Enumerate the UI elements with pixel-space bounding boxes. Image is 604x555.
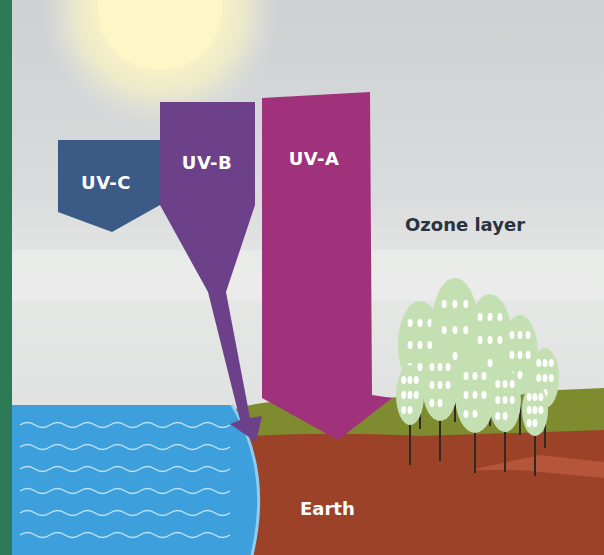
tree [489, 368, 521, 472]
earth-ground [200, 430, 604, 555]
ozone-layer-label: Ozone layer [405, 214, 525, 235]
wave-line [20, 423, 230, 428]
arrow-fill [58, 140, 160, 232]
tree [396, 365, 424, 465]
tree [455, 357, 495, 473]
arrow-shape [262, 92, 392, 440]
uvb-arrow: UV-B [160, 102, 262, 442]
sun [98, 0, 222, 70]
side-strip [0, 0, 12, 555]
arrow-label: UV-A [289, 148, 340, 169]
wave-line [20, 533, 230, 538]
trees [396, 278, 559, 476]
arrow-fill [160, 102, 262, 442]
wave-line [20, 489, 230, 494]
tree [422, 349, 458, 461]
earth-strata [470, 455, 604, 478]
wave-line [20, 445, 230, 450]
arrow-fill [262, 92, 392, 440]
wave-line [20, 467, 230, 472]
tree [522, 384, 548, 476]
earth-label: Earth [300, 498, 355, 519]
waves [20, 423, 230, 538]
uva-arrow: UV-A [262, 92, 392, 440]
uvc-arrow: UV-C [58, 140, 160, 232]
water [12, 405, 259, 555]
arrow-label: UV-C [81, 172, 131, 193]
arrow-label: UV-B [182, 152, 232, 173]
wave-line [20, 511, 230, 516]
